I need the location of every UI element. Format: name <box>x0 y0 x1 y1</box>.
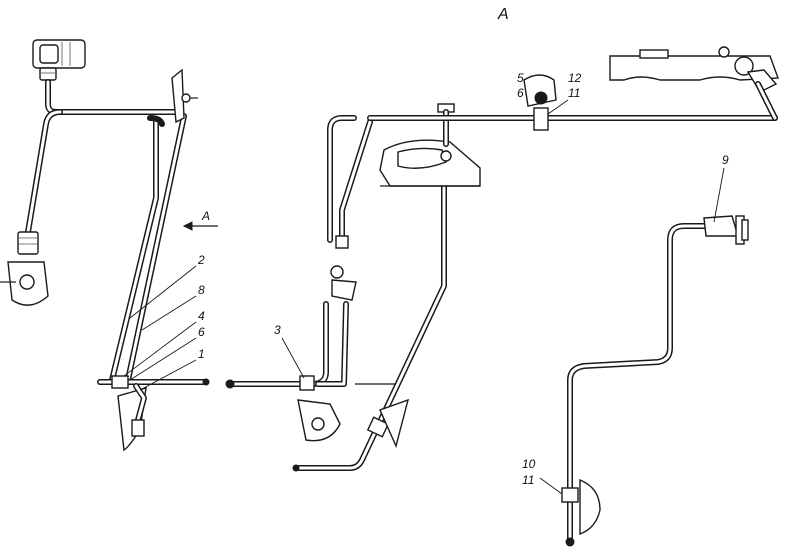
callout-3: 3 <box>274 323 281 337</box>
middle-diagonal-pipe <box>292 157 447 472</box>
callout-1: 1 <box>198 347 205 361</box>
left-bottom-clamp <box>97 375 210 452</box>
top-left-fitting <box>32 39 86 81</box>
callout-11: 11 <box>568 86 580 100</box>
right-zigzag-pipe <box>561 215 749 547</box>
callout-5: 5 <box>517 71 524 85</box>
view-arrow-label: A <box>201 209 210 223</box>
callout-9: 9 <box>722 153 729 167</box>
main-horizontal-pipe <box>367 74 778 131</box>
callout-6: 6 <box>198 325 205 339</box>
left-pipe-assembly: A <box>0 39 218 452</box>
middle-vertical-stem <box>437 103 455 147</box>
callout-8: 8 <box>198 283 205 297</box>
callout-12: 12 <box>568 71 582 85</box>
lower-left-fitting <box>0 231 49 306</box>
callouts: 2 8 4 6 1 3 5 6 12 11 9 10 11 <box>123 71 729 495</box>
right-pipe-assembly <box>561 46 779 547</box>
middle-lower-bracket <box>297 399 341 442</box>
middle-vertical-loop <box>327 115 373 301</box>
left-pipe-upper <box>25 79 187 383</box>
view-title: A <box>497 6 509 23</box>
upper-right-manifold <box>609 46 779 121</box>
callout-11-lower: 11 <box>522 473 534 487</box>
view-direction-arrow: A <box>182 209 218 231</box>
left-top-bracket <box>171 68 198 124</box>
middle-lower-pipe <box>225 301 400 391</box>
middle-pipe-assembly <box>225 103 481 472</box>
callout-4: 4 <box>198 309 205 323</box>
middle-upper-clamp <box>379 139 481 187</box>
callout-10: 10 <box>522 457 536 471</box>
callout-2: 2 <box>197 253 205 267</box>
callout-6-right: 6 <box>517 86 524 100</box>
